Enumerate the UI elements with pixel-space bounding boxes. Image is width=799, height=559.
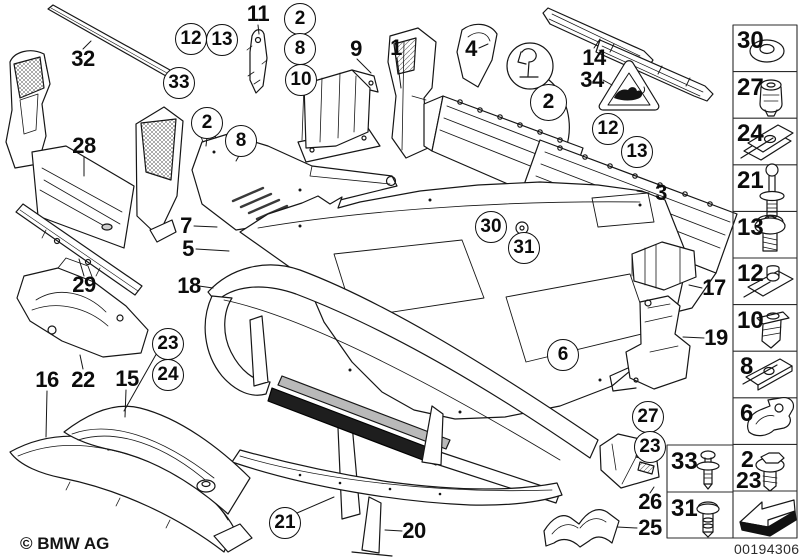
part-underbody-panel-5 — [239, 181, 689, 420]
part-label-16: 16 — [35, 367, 59, 392]
legend-num-24: 24 — [737, 120, 764, 147]
callout-8-shield: 8 — [225, 125, 257, 157]
part-air-duct-left — [5, 50, 51, 169]
hex-screw-washer-icon — [755, 452, 785, 492]
callout-30: 30 — [475, 211, 507, 243]
callout-23-right: 23 — [634, 431, 666, 463]
part-label-14: 14 — [582, 45, 606, 70]
callout-23-left: 23 — [152, 328, 184, 360]
callout-33: 33 — [163, 67, 195, 99]
marten-warning-triangle — [598, 60, 660, 111]
part-label-34: 34 — [580, 67, 604, 92]
part-label-3: 3 — [655, 180, 667, 205]
callout-6: 6 — [547, 339, 579, 371]
part-label-11: 11 — [246, 1, 270, 26]
expansion-rivet-icon — [759, 163, 785, 222]
callout-10-stack: 10 — [285, 64, 317, 96]
legend-num-21: 21 — [737, 167, 764, 194]
callout-8-stack: 8 — [284, 33, 316, 65]
part-label-32: 32 — [71, 46, 95, 71]
part-label-26: 26 — [638, 489, 662, 514]
clip-nut-icon — [740, 124, 794, 161]
fastener-legend-grid — [666, 24, 798, 539]
part-bracket-9 — [297, 69, 381, 163]
direction-arrow-icon — [739, 499, 797, 537]
legend-num-31: 31 — [671, 495, 698, 522]
legend-num-33: 33 — [671, 448, 698, 475]
legend-num-2: 2 — [741, 446, 754, 472]
callout-2-main: 2 — [530, 84, 567, 121]
part-label-28: 28 — [72, 133, 96, 158]
part-panel-15 — [63, 405, 251, 515]
legend-num-13: 13 — [737, 214, 764, 241]
callout-24: 24 — [152, 359, 184, 391]
washer-icon — [749, 39, 785, 63]
part-bracket-26 — [599, 433, 660, 489]
round-rivet-icon — [696, 501, 720, 538]
part-rail-29 — [15, 203, 143, 296]
callout-21: 21 — [269, 507, 301, 539]
part-sealing-strip-32 — [47, 4, 171, 77]
callout-2-stack: 2 — [284, 3, 316, 35]
part-label-7: 7 — [180, 213, 192, 238]
part-bracket-17 — [631, 241, 697, 291]
expanding-nut-icon — [756, 311, 790, 349]
part-shield-4 — [456, 23, 498, 88]
part-label-15: 15 — [115, 366, 139, 391]
part-label-22: 22 — [71, 367, 95, 392]
legend-num-23: 23 — [736, 467, 762, 493]
bmw-copyright: © BMW AG — [20, 534, 110, 553]
callout-12-top: 12 — [175, 23, 207, 55]
part-label-9: 9 — [350, 36, 362, 61]
part-front-lip-21 — [231, 449, 563, 506]
part-bracket-11 — [246, 29, 268, 94]
part-label-17: 17 — [702, 275, 726, 300]
callout-12-duct: 12 — [592, 113, 624, 145]
part-label-18: 18 — [177, 273, 201, 298]
flat-clip-nut-icon — [742, 358, 793, 391]
part-label-20: 20 — [402, 518, 426, 543]
callout-27: 27 — [632, 401, 664, 433]
blind-rivet-icon — [696, 450, 720, 490]
leader-lines — [45, 24, 705, 532]
part-bracket-19 — [609, 295, 691, 392]
part-corrugated-25 — [543, 509, 620, 548]
legend-num-8: 8 — [740, 353, 754, 380]
legend-num-27: 27 — [737, 74, 764, 101]
part-label-1: 1 — [390, 35, 402, 60]
callout-13-top: 13 — [206, 24, 238, 56]
callout-31: 31 — [508, 232, 540, 264]
part-label-5: 5 — [182, 236, 194, 261]
clip-nut-boss-icon — [743, 265, 794, 298]
part-wheelarch-cover-22 — [16, 257, 149, 358]
legend-num-6: 6 — [740, 400, 754, 427]
callout-2-shield: 2 — [191, 107, 223, 139]
clamp-icon — [747, 397, 795, 437]
part-label-19: 19 — [704, 325, 728, 350]
screw-with-washer-icon — [754, 214, 786, 252]
legend-num-12: 12 — [737, 260, 764, 287]
part-label-4: 4 — [465, 36, 477, 61]
part-rail-14 — [542, 7, 714, 102]
part-label-29: 29 — [72, 272, 96, 297]
callout-13-duct: 13 — [621, 136, 653, 168]
legend-num-30: 30 — [737, 27, 764, 54]
expanding-plug-icon — [759, 79, 783, 117]
part-label-25: 25 — [638, 515, 662, 540]
legend-num-10: 10 — [737, 307, 764, 334]
part-mesh-duct — [135, 106, 184, 243]
part-air-duct-panel-28 — [31, 145, 135, 249]
part-fin-20 — [351, 405, 444, 557]
part-bumper-carrier-18 — [204, 264, 599, 520]
document-number: 00194306 — [734, 541, 799, 557]
